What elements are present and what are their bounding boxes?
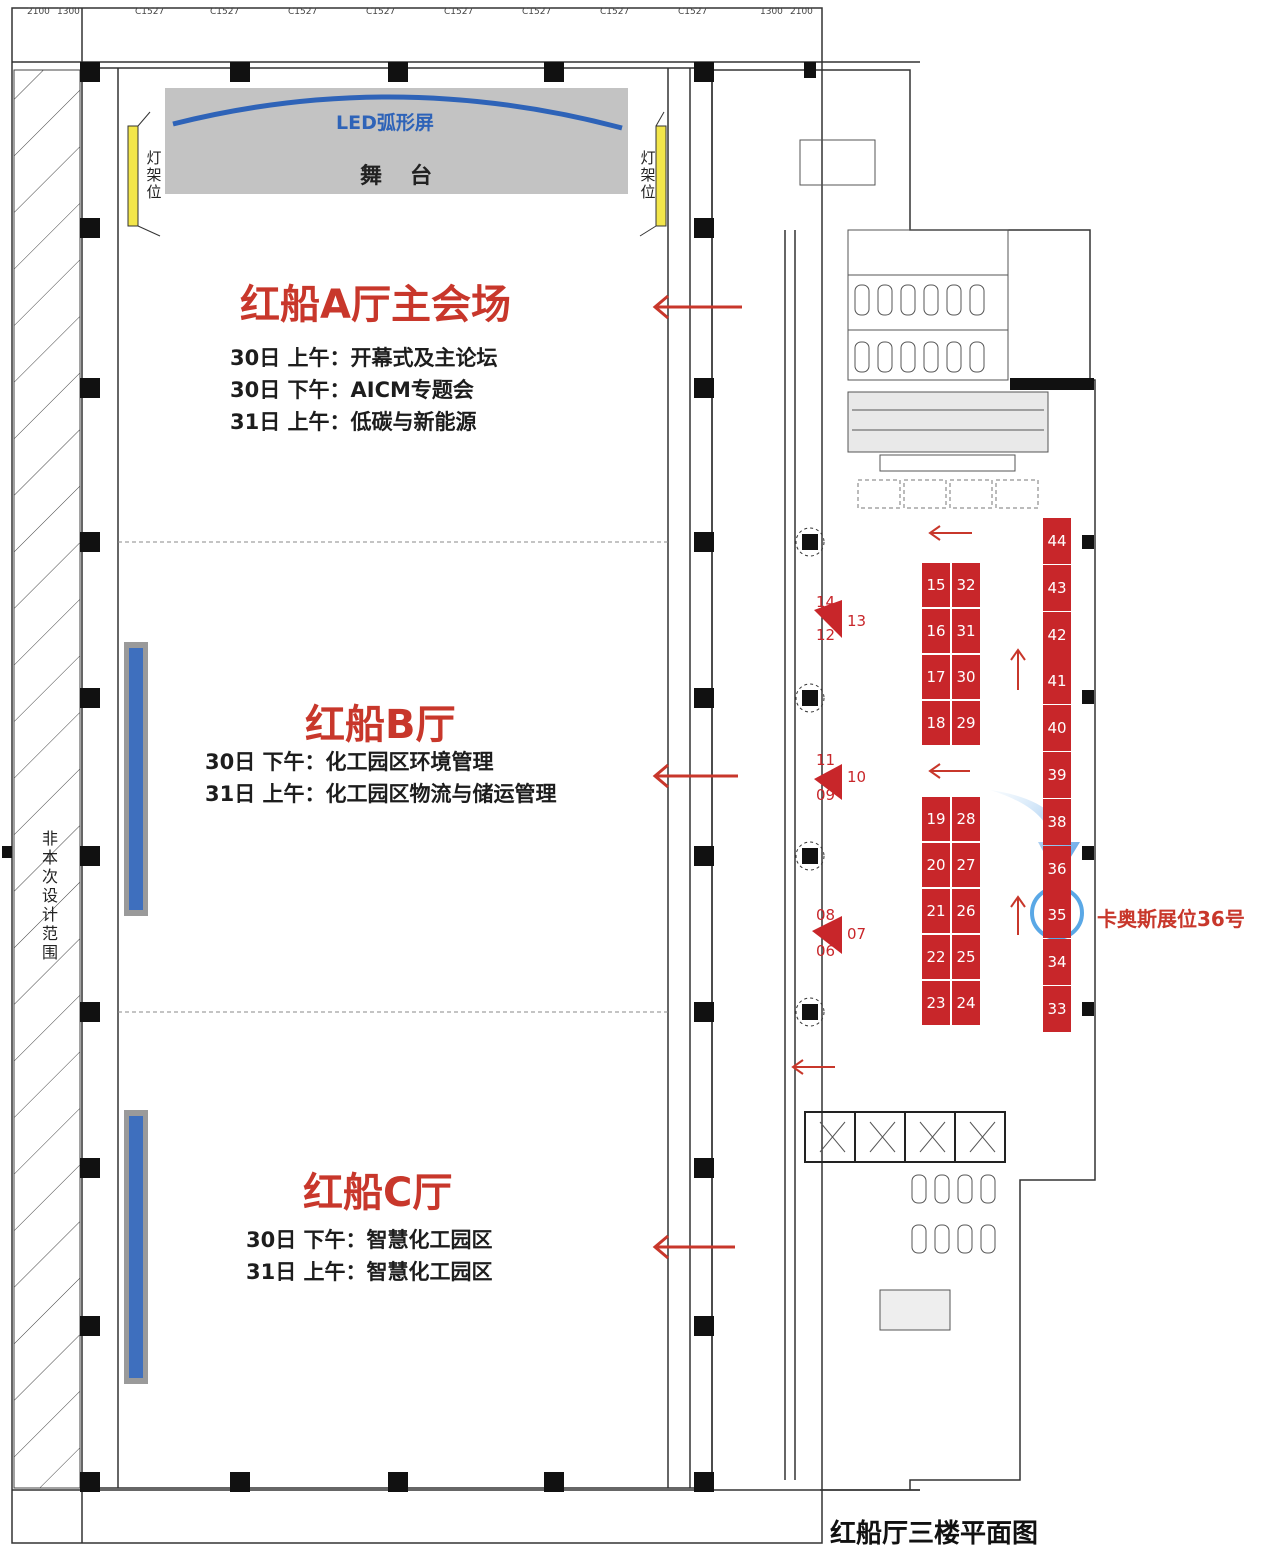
dim-module-4: C1527 xyxy=(366,7,396,17)
light-rack-left xyxy=(127,111,161,237)
booth-38[interactable]: 38 xyxy=(1043,798,1071,845)
triangle-booths xyxy=(812,600,842,954)
hall-c-schedule-2: 31日 上午：智慧化工园区 xyxy=(246,1260,493,1284)
led-screen-label: LED弧形屏 xyxy=(336,112,434,134)
booth-34[interactable]: 34 xyxy=(1043,939,1071,986)
booth-43[interactable]: 43 xyxy=(1043,564,1071,611)
stage-block xyxy=(165,88,628,194)
dim-module-8: C1527 xyxy=(678,7,708,17)
booth-36[interactable]: 36 xyxy=(1043,845,1071,892)
booth-22[interactable]: 22 xyxy=(922,935,950,979)
booth-21[interactable]: 21 xyxy=(922,889,950,933)
booth-39[interactable]: 39 xyxy=(1043,752,1071,798)
restroom-top xyxy=(799,139,1049,472)
triangle-booth-label: 08 xyxy=(816,906,836,924)
stage-label: 舞台 xyxy=(360,164,461,189)
booth-27[interactable]: 27 xyxy=(952,843,980,887)
triangle-booth-label: 14 xyxy=(816,593,836,611)
triangle-booth-label: 07 xyxy=(847,925,867,943)
booth-29[interactable]: 29 xyxy=(952,701,980,745)
booth-35[interactable]: 35 xyxy=(1043,892,1071,939)
triangle-booth-label: 12 xyxy=(816,626,836,644)
elevators xyxy=(804,1111,1006,1163)
triangle-booth-label: 13 xyxy=(847,612,867,630)
booth-24[interactable]: 24 xyxy=(952,981,980,1025)
light-rack-left-label: 灯架位 xyxy=(146,149,162,201)
dim-top-right-2: 2100 xyxy=(790,7,813,17)
booth-28[interactable]: 28 xyxy=(952,797,980,841)
restroom-bottom xyxy=(879,1174,996,1331)
blue-panels xyxy=(124,642,148,1384)
triangle-booth-label: 10 xyxy=(847,768,867,786)
dim-module-3: C1527 xyxy=(288,7,318,17)
hall-a-schedule-2: 30日 下午：AICM专题会 xyxy=(230,378,474,402)
dim-module-2: C1527 xyxy=(210,7,240,17)
dim-module-7: C1527 xyxy=(600,7,630,17)
entrance-arrows xyxy=(652,294,742,1260)
dim-module-1: C1527 xyxy=(135,7,165,17)
dim-module-6: C1527 xyxy=(522,7,552,17)
map-caption: 红船厅三楼平面图 xyxy=(830,1519,1039,1549)
booth-19[interactable]: 19 xyxy=(922,797,950,841)
booth-20[interactable]: 20 xyxy=(922,843,950,887)
led-arc xyxy=(172,94,623,131)
booth-18[interactable]: 18 xyxy=(922,701,950,745)
booth-42[interactable]: 42 xyxy=(1043,611,1071,658)
booth-44[interactable]: 44 xyxy=(1043,518,1071,564)
booth-26[interactable]: 26 xyxy=(952,889,980,933)
hall-a-schedule-3: 31日 上午：低碳与新能源 xyxy=(230,410,477,434)
booth-32[interactable]: 32 xyxy=(952,563,980,607)
booth-25[interactable]: 25 xyxy=(952,935,980,979)
booth-17[interactable]: 17 xyxy=(922,655,950,699)
booth-31[interactable]: 31 xyxy=(952,609,980,653)
flow-arrows xyxy=(791,525,1026,1075)
dim-module-5: C1527 xyxy=(444,7,474,17)
hall-a-schedule-1: 30日 上午：开幕式及主论坛 xyxy=(230,346,498,370)
hall-c-schedule-1: 30日 下午：智慧化工园区 xyxy=(246,1228,493,1252)
dim-top-left-2: 1300 xyxy=(57,7,80,17)
dim-top-left-1: 2100 xyxy=(27,7,50,17)
hall-b-title: 红船B厅 xyxy=(305,702,456,748)
booth-41[interactable]: 41 xyxy=(1043,658,1071,705)
out-of-scope-strip xyxy=(13,69,81,1489)
booth-36-callout: 卡奥斯展位36号 xyxy=(1097,907,1245,931)
booth-16[interactable]: 16 xyxy=(922,609,950,653)
booth-40[interactable]: 40 xyxy=(1043,705,1071,752)
light-rack-right xyxy=(639,111,667,237)
light-rack-right-label: 灯架位 xyxy=(640,149,656,201)
lobby-columns xyxy=(795,527,825,1027)
triangle-booth-label: 06 xyxy=(816,942,836,960)
hall-b-schedule-2: 31日 上午：化工园区物流与储运管理 xyxy=(205,782,557,806)
dim-top-right-1: 1300 xyxy=(760,7,783,17)
triangle-booth-label: 11 xyxy=(816,751,836,769)
restroom-fixtures-top xyxy=(854,284,985,373)
hall-c-title: 红船C厅 xyxy=(303,1170,453,1216)
outer-walls xyxy=(11,7,1096,1544)
out-of-scope-label: 非本次设计范围 xyxy=(39,830,58,963)
triangle-booth-label: 09 xyxy=(816,786,836,804)
booth-23[interactable]: 23 xyxy=(922,981,950,1025)
hall-a-title: 红船A厅主会场 xyxy=(240,282,511,328)
booth-33[interactable]: 33 xyxy=(1043,986,1071,1032)
hall-b-schedule-1: 30日 下午：化工园区环境管理 xyxy=(205,750,494,774)
booth-30[interactable]: 30 xyxy=(952,655,980,699)
booth-15[interactable]: 15 xyxy=(922,563,950,607)
structural-columns xyxy=(2,62,1094,1492)
